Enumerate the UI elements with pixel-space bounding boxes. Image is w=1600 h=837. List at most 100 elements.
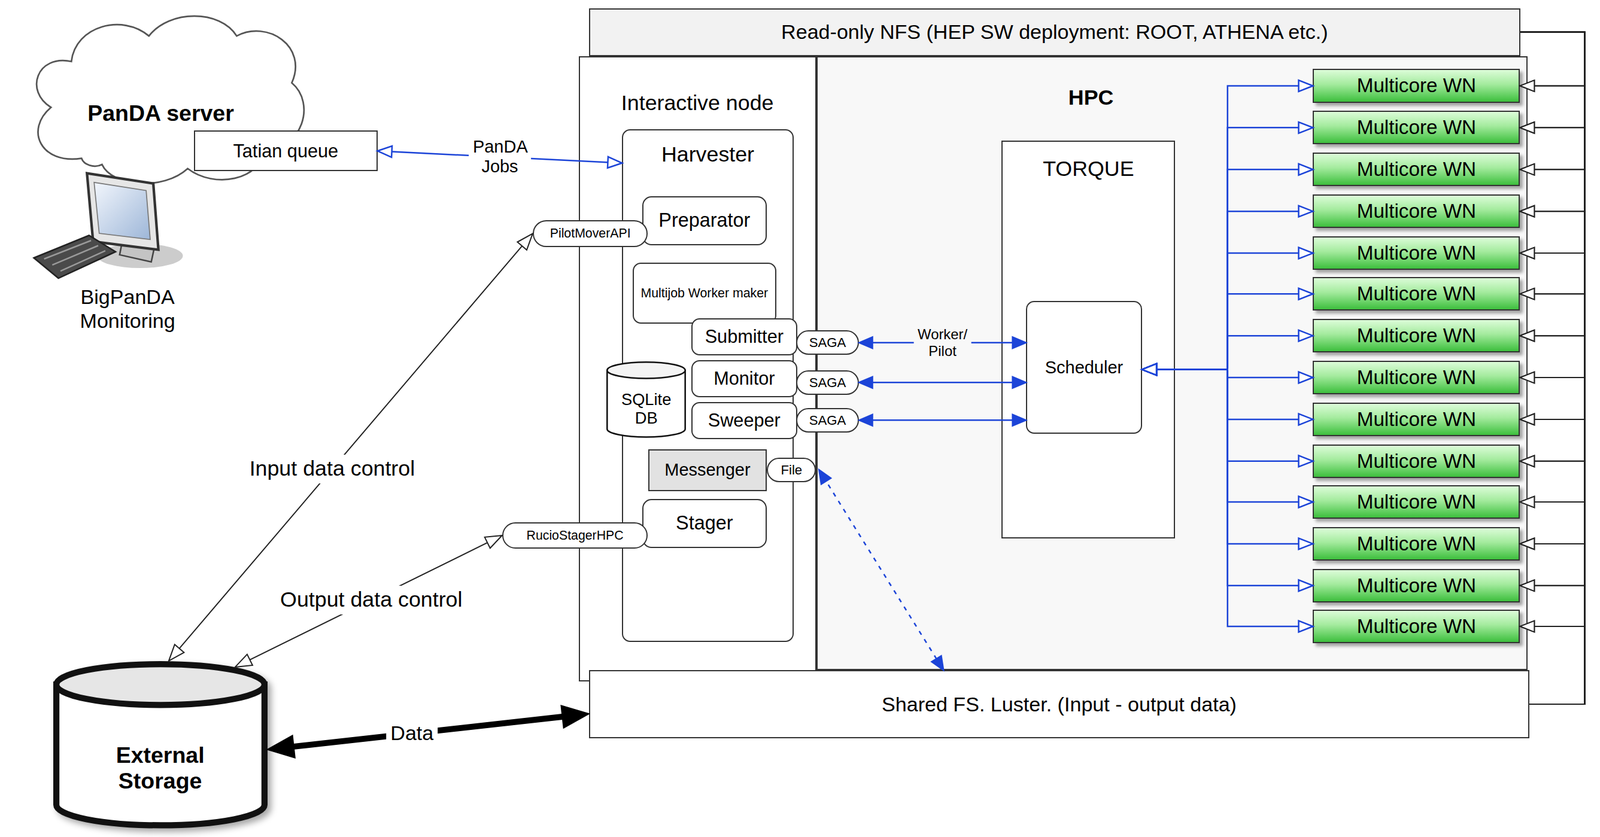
connector [1519, 164, 1585, 705]
connector-line [1519, 32, 1585, 503]
component-name: Monitor [713, 368, 775, 390]
connector [1519, 580, 1585, 705]
connector-line [1519, 32, 1585, 170]
plugin-pill: RucioStagerHPC [502, 522, 649, 549]
connector-line [1519, 211, 1585, 705]
connector [1519, 122, 1585, 705]
hpc-frame: HPCTORQUESchedulerMulticore WNMulticore … [816, 56, 1528, 671]
component-name: Multijob Worker maker [641, 286, 769, 302]
arrow-head [1298, 205, 1314, 218]
arrow-head [1519, 580, 1535, 592]
connector-line [235, 535, 503, 668]
monitoring-station: BigPanDA Monitoring [25, 168, 230, 337]
arrow-head [1519, 80, 1535, 92]
worker-node-name: Multicore WN [1356, 366, 1477, 390]
connector [1519, 32, 1585, 342]
connector-line [1142, 169, 1313, 370]
arrow-head [484, 535, 503, 549]
worker-node-name: Multicore WN [1356, 282, 1477, 306]
band-label: Read-only NFS (HEP SW deployment: ROOT, … [781, 20, 1328, 44]
arrow-head [1519, 330, 1535, 342]
worker-node-name: Multicore WN [1356, 158, 1477, 181]
plugin-name: SAGA [809, 413, 847, 428]
connector-line [1142, 335, 1313, 370]
edge-label: Input data control [245, 454, 420, 484]
connector-line [823, 477, 940, 664]
connector [1142, 288, 1313, 376]
worker-node-name: Multicore WN [1356, 450, 1477, 473]
worker-node-name: Multicore WN [1356, 324, 1477, 348]
worker-node-name: Multicore WN [1356, 199, 1477, 223]
harvester-box: HarvesterPreparatorMultijob Worker maker… [621, 129, 794, 643]
keyboard [33, 235, 115, 279]
connector-line [283, 715, 573, 749]
connector [1142, 80, 1313, 376]
connector [1519, 32, 1585, 468]
connector [235, 535, 503, 668]
connector-line [867, 381, 1019, 384]
connector-line [1519, 32, 1585, 462]
arrow-head [1142, 363, 1157, 376]
arrow-head [1142, 363, 1157, 376]
connector-line [168, 233, 533, 661]
connector [1519, 32, 1585, 260]
arrow-head [1519, 247, 1535, 260]
connector [1519, 32, 1585, 92]
arrow-head [1298, 538, 1314, 551]
connector [1142, 363, 1313, 425]
connector-line [1142, 253, 1313, 370]
arrow-head [1298, 580, 1314, 592]
edge-label-anchor: Output data control [275, 586, 467, 615]
arrow-head [1142, 363, 1157, 376]
component-name: Sweeper [708, 410, 781, 431]
worker-node-box: Multicore WN [1312, 68, 1520, 103]
arrow-head [1298, 621, 1314, 633]
worker-node-name: Multicore WN [1356, 574, 1477, 598]
connector-line [1519, 419, 1585, 705]
plugin-name: PilotMoverAPI [550, 226, 631, 242]
station-name: BigPanDA Monitoring [80, 285, 176, 333]
arrow-head [1519, 288, 1535, 300]
edge-label: Worker/ Pilot [913, 324, 972, 362]
connector [858, 377, 1026, 389]
arrow-head [1298, 372, 1314, 384]
connector-line [1142, 127, 1313, 370]
arrow-head [1298, 455, 1314, 467]
connector [1519, 288, 1585, 705]
worker-node-box: Multicore WN [1312, 360, 1520, 395]
connector-line [1519, 544, 1585, 705]
connector-line [1142, 369, 1313, 420]
connector-line [1142, 211, 1313, 370]
edge-label-anchor: Data [386, 720, 438, 748]
plugin-name: SAGA [809, 375, 847, 391]
connector-line [1519, 502, 1585, 705]
component-name: Stager [675, 512, 733, 535]
storage-cylinder: External Storage [53, 661, 268, 830]
plugin-pill: SAGA [796, 408, 860, 433]
connector-line [1519, 461, 1585, 705]
connector [1519, 32, 1585, 509]
interactive-node-frame: Interactive nodeHarvesterPreparatorMulti… [578, 56, 817, 682]
plugin-pill: PilotMoverAPI [532, 220, 649, 247]
keyboard-keys [43, 240, 91, 260]
edge-label: Data [386, 720, 438, 748]
connector-line [1519, 335, 1585, 705]
arrow-head [1298, 122, 1314, 134]
connector-line [1519, 32, 1585, 87]
worker-node-box: Multicore WN [1312, 402, 1520, 437]
connector-line [1519, 377, 1585, 705]
connector-line [1142, 369, 1313, 627]
arrow-head [267, 735, 296, 758]
connector-line [1519, 127, 1585, 705]
connector-line [867, 419, 1019, 422]
connector [1519, 32, 1585, 592]
arrow-head [931, 656, 944, 671]
connector-line [1519, 169, 1585, 705]
connector-line [1142, 369, 1313, 378]
arrow-head [1012, 377, 1026, 389]
connector [818, 469, 944, 671]
connector [168, 233, 533, 661]
worker-node-name: Multicore WN [1356, 615, 1477, 639]
component-box: Messenger [648, 449, 767, 492]
